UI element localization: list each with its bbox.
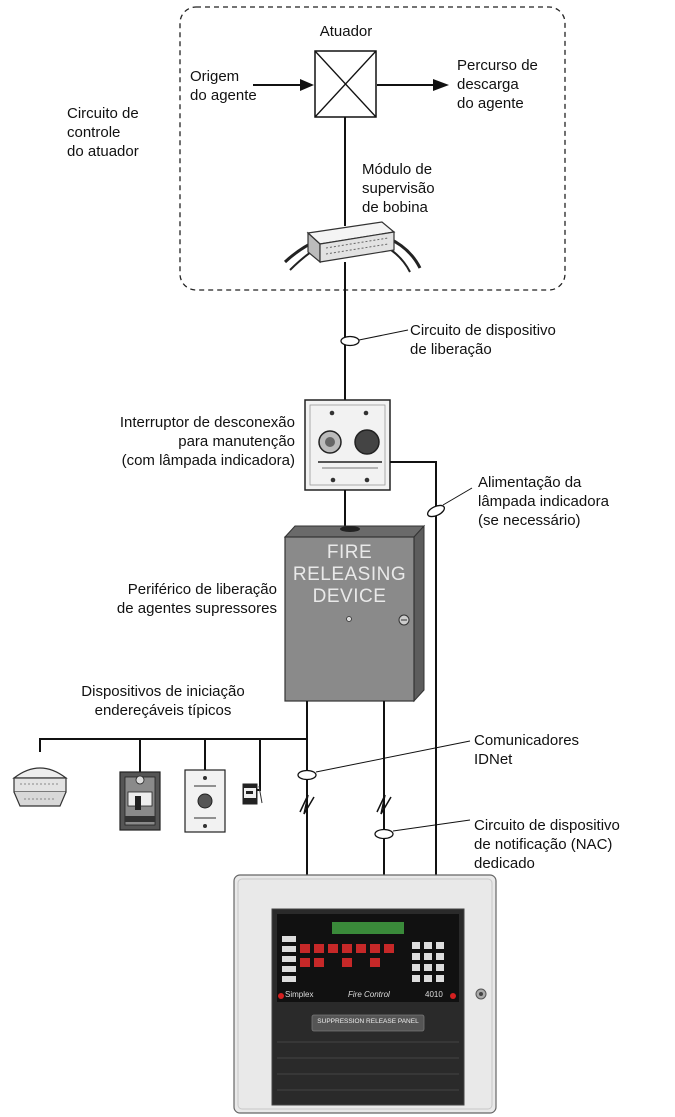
lamp-power-marker — [426, 504, 446, 518]
break-symbol-idnet — [299, 794, 315, 815]
idnet-marker — [297, 769, 317, 781]
module-icon — [242, 783, 263, 805]
panel-name: Fire Control — [348, 990, 390, 999]
releasing-device-box-title: FIRE RELEASING DEVICE — [292, 542, 407, 607]
pull-station-icon — [119, 771, 161, 831]
disconnect-switch-icon — [304, 399, 391, 491]
actuator-control-enclosure — [179, 6, 566, 291]
panel-model: 4010 — [425, 990, 443, 999]
agent-source-arrow — [253, 79, 314, 91]
coil-supervision-module-icon — [283, 221, 422, 273]
idnet-bus — [39, 738, 307, 752]
break-symbol-nac — [376, 794, 392, 815]
lamp-power-wire — [390, 461, 437, 875]
smoke-detector-icon — [12, 767, 68, 807]
panel-brand: Simplex — [285, 990, 314, 999]
releasing-device-box — [283, 524, 426, 703]
actuator-label: Atuador — [319, 23, 373, 40]
discharge-path-arrow — [377, 79, 449, 91]
nac-marker — [374, 828, 394, 840]
key-switch-icon — [184, 769, 226, 833]
control-panel-icon — [233, 874, 497, 1114]
releasing-circuit-marker — [340, 335, 360, 347]
panel-placard: SUPPRESSION RELEASE PANEL — [317, 1018, 419, 1025]
actuator-icon — [314, 50, 377, 118]
